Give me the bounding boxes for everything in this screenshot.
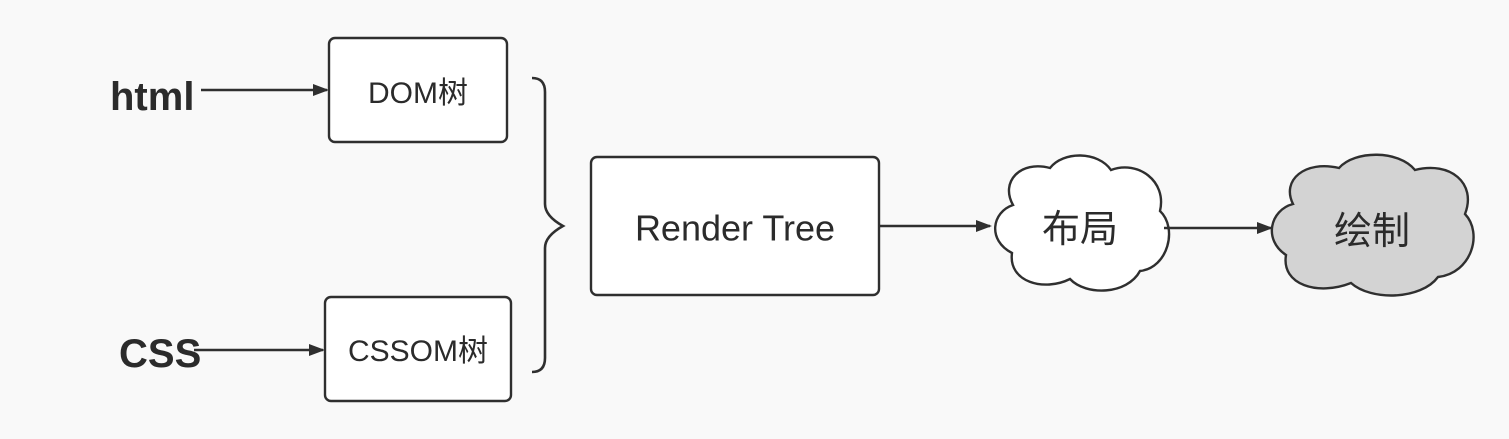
cssom-tree-node bbox=[323, 295, 513, 403]
merge-brace bbox=[531, 76, 566, 374]
layout-node bbox=[994, 154, 1171, 292]
dom-tree-label: DOM树 bbox=[368, 77, 468, 110]
render-tree-label: Render Tree bbox=[635, 208, 835, 249]
html-input-label: html bbox=[110, 75, 194, 119]
layout-label: 布局 bbox=[1042, 209, 1118, 251]
paint-node bbox=[1270, 153, 1475, 297]
dom-tree-node bbox=[327, 36, 509, 144]
paint-label: 绘制 bbox=[1334, 211, 1410, 253]
css-input-label: CSS bbox=[119, 332, 201, 376]
cssom-tree-label: CSSOM树 bbox=[348, 335, 488, 368]
